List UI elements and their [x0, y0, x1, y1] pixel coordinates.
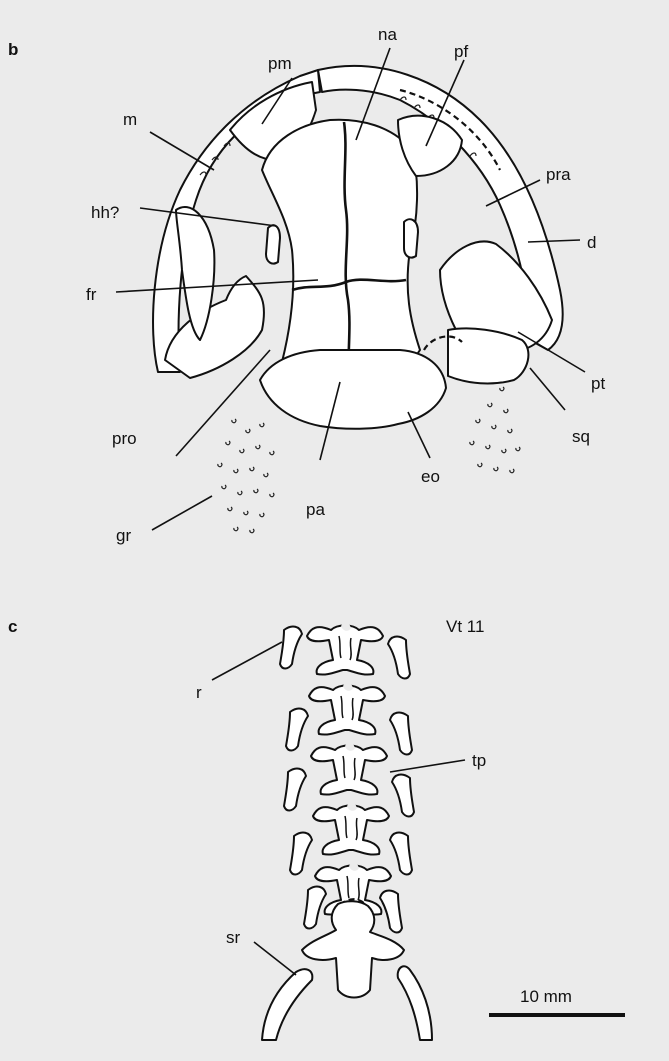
label-pra: pra [546, 165, 571, 184]
label-fr: fr [86, 285, 97, 304]
label-tp: tp [472, 751, 486, 770]
scale-bar-label: 10 mm [520, 987, 572, 1006]
vertebra-3 [311, 742, 387, 794]
panel-b: b [8, 25, 605, 545]
label-na: na [378, 25, 397, 44]
skull-drawing [153, 66, 563, 429]
rib-left-3 [284, 769, 306, 811]
rib-left-4 [290, 833, 312, 875]
label-eo: eo [421, 467, 440, 486]
rib-right-1 [388, 637, 410, 679]
right-hyohyal [404, 219, 418, 257]
label-pa: pa [306, 500, 325, 519]
scale-bar-line [489, 1013, 625, 1017]
right-squamosal [448, 328, 528, 383]
occipital-block [260, 350, 446, 429]
label-d: d [587, 233, 596, 252]
scale-bar: 10 mm [489, 987, 625, 1017]
sacral-rib-right [398, 966, 432, 1040]
rib-left-2 [286, 709, 308, 751]
label-vertebra-number: Vt 11 [446, 617, 484, 636]
label-pro: pro [112, 429, 137, 448]
label-sq: sq [572, 427, 590, 446]
label-r: r [196, 683, 202, 702]
skull-roof [262, 120, 420, 386]
vertebra-4 [313, 802, 389, 854]
granules-left [218, 419, 274, 533]
rib-left-5 [304, 887, 326, 929]
panel-c: c Vt 11 [8, 617, 625, 1040]
label-pf: pf [454, 42, 468, 61]
granules-right [470, 387, 520, 473]
panel-letter-b: b [8, 40, 18, 59]
panel-letter-c: c [8, 617, 17, 636]
sacral-rib-left [262, 969, 312, 1040]
vertebra-2 [309, 682, 385, 734]
rib-right-2 [390, 713, 412, 755]
label-hh: hh? [91, 203, 119, 222]
label-sr: sr [226, 928, 241, 947]
vertebral-column [302, 622, 404, 997]
label-m: m [123, 110, 137, 129]
rib-right-3 [392, 775, 414, 817]
left-hyohyal [266, 225, 280, 263]
label-pm: pm [268, 54, 292, 73]
rib-right-4 [390, 833, 412, 875]
vertebra-1 [307, 622, 383, 674]
rib-right-5 [380, 891, 402, 933]
label-pt: pt [591, 374, 605, 393]
rib-left-1 [280, 627, 302, 669]
label-gr: gr [116, 526, 131, 545]
